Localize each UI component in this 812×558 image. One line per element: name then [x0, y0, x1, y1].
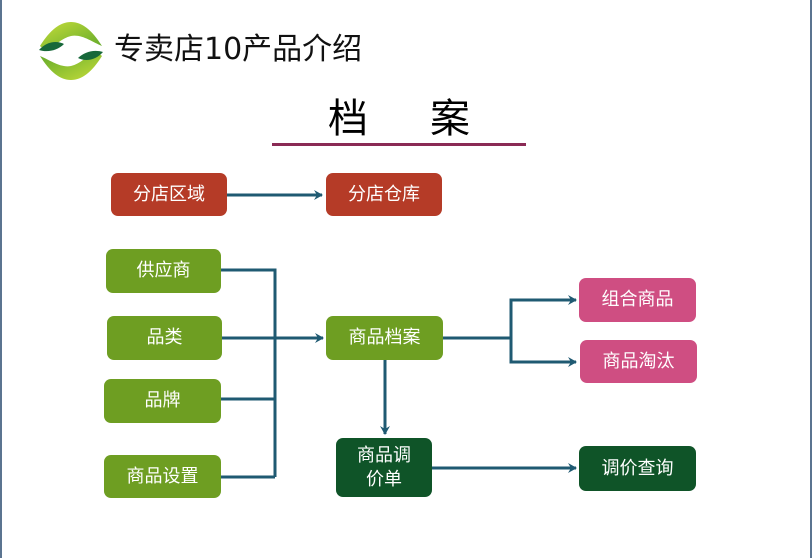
title-underline	[272, 143, 526, 146]
section-title-right: 案	[430, 96, 470, 142]
slide-border-right	[810, 0, 812, 558]
node-brand[interactable]: 品牌	[104, 379, 221, 423]
node-branch-region[interactable]: 分店区域	[111, 173, 227, 216]
node-price-adjustment-line2: 价单	[366, 468, 402, 490]
node-combo-product[interactable]: 组合商品	[579, 278, 696, 322]
node-product-settings[interactable]: 商品设置	[104, 455, 221, 498]
node-branch-warehouse[interactable]: 分店仓库	[326, 173, 442, 216]
node-product-archive[interactable]: 商品档案	[326, 316, 443, 360]
node-price-adjustment[interactable]: 商品调 价单	[336, 438, 432, 497]
slide-border-left	[0, 0, 2, 558]
node-category[interactable]: 品类	[107, 316, 222, 360]
node-price-adjustment-line1: 商品调	[357, 444, 411, 466]
edge-supplier	[221, 268, 277, 477]
leaf-diamond-logo-icon	[39, 22, 103, 80]
app-title: 专卖店10产品介绍	[114, 32, 363, 67]
node-price-query[interactable]: 调价查询	[579, 446, 696, 491]
edge-archive-to-combo	[509, 295, 577, 362]
section-title: 档案	[272, 94, 526, 144]
section-title-left: 档	[328, 96, 368, 142]
edge-archive-to-elimination	[509, 338, 577, 367]
node-product-elimination[interactable]: 商品淘汰	[580, 340, 697, 383]
node-supplier[interactable]: 供应商	[106, 249, 221, 293]
